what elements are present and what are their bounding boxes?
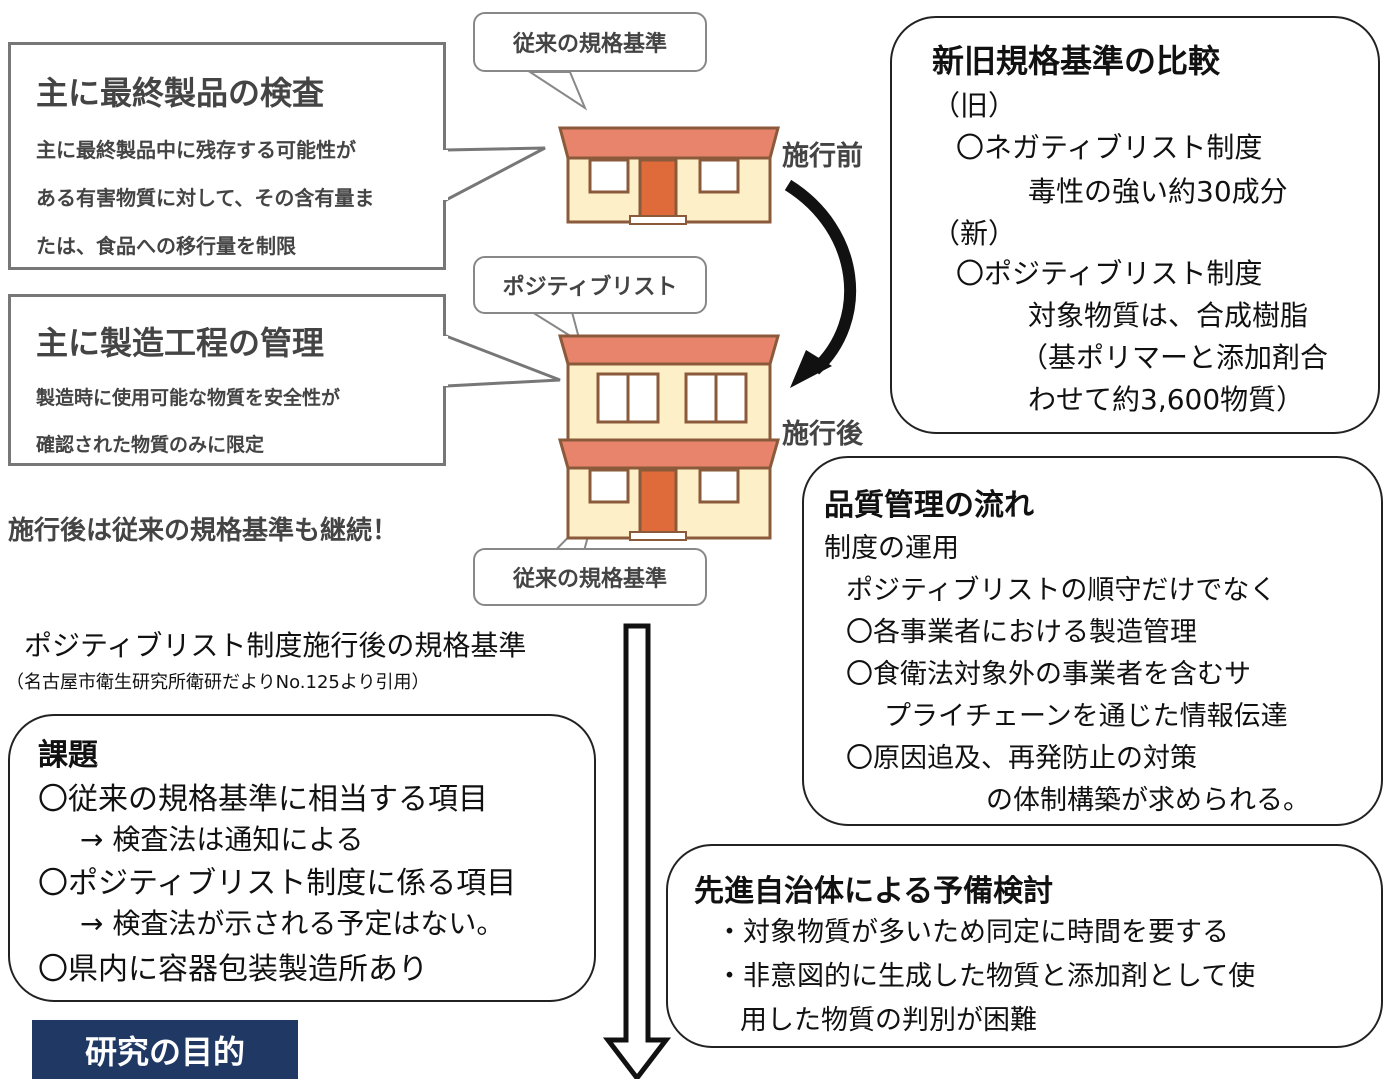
final-product-line-2: ある有害物質に対して、その含有量ま	[36, 186, 375, 210]
quality-flow-title: 品質管理の流れ	[824, 488, 1034, 523]
quality-line-3: 〇各事業者における製造管理	[846, 617, 1197, 648]
advanced-line-3: 用した物質の判別が困難	[740, 1005, 1037, 1036]
comparison-title: 新旧規格基準の比較	[932, 42, 1221, 80]
issues-line-4: → 検査法が示される予定はない。	[80, 907, 505, 940]
manufacturing-process-line-2: 確認された物質のみに限定	[36, 434, 265, 456]
comparison-line-5: 〇ポジティブリスト制度	[956, 257, 1263, 290]
final-product-line-3: たは、食品への移行量を制限	[36, 234, 296, 258]
final-product-line-1: 主に最終製品中に残存する可能性が	[36, 138, 356, 162]
quality-flow-box	[802, 456, 1383, 826]
quality-line-5: プライチェーンを通じた情報伝達	[884, 701, 1288, 732]
manufacturing-process-line-1: 製造時に使用可能な物質を安全性が	[36, 387, 341, 409]
advanced-study-box	[666, 844, 1383, 1048]
comparison-line-1: （旧）	[932, 89, 1017, 122]
final-product-title: 主に最終製品の検査	[36, 74, 325, 112]
figure-caption: ポジティブリスト制度施行後の規格基準	[24, 629, 527, 662]
transition-arrow	[784, 179, 857, 375]
process-box-tail	[444, 333, 561, 388]
flow-down-arrow	[602, 623, 672, 1079]
issues-line-5: 〇県内に容器包装製造所あり	[38, 952, 428, 987]
comparison-box	[890, 16, 1380, 434]
issues-title: 課題	[38, 738, 98, 773]
after-label: 施行後	[782, 419, 863, 450]
advanced-line-1: ・対象物質が多いため同定に時間を要する	[716, 917, 1229, 948]
comparison-line-4: （新）	[932, 217, 1017, 250]
comparison-line-8: わせて約3,600物質）	[1028, 383, 1305, 416]
house-after	[558, 334, 780, 541]
old-standard-label-top: 従来の規格基準	[473, 12, 707, 72]
quality-line-2: ポジティブリストの順守だけでなく	[846, 575, 1277, 606]
advanced-line-2: ・非意図的に生成した物質と添加剤として使	[716, 961, 1256, 992]
quality-line-1: 制度の運用	[824, 533, 959, 564]
old-top-label-tail	[526, 71, 588, 111]
old-standard-label-bottom: 従来の規格基準	[473, 548, 707, 606]
comparison-line-2: 〇ネガティブリスト制度	[956, 131, 1263, 164]
issues-line-2: → 検査法は通知による	[80, 823, 364, 856]
issues-line-1: 〇従来の規格基準に相当する項目	[38, 782, 488, 817]
comparison-line-6: 対象物質は、合成樹脂	[1028, 299, 1309, 332]
transition-arrowhead	[790, 350, 832, 388]
figure-caption-source: （名古屋市衛生研究所衛研だよりNo.125より引用）	[6, 672, 430, 693]
continue-note: 施行後は従来の規格基準も継続！	[8, 516, 399, 546]
positive-list-label: ポジティブリスト	[473, 256, 707, 314]
issues-line-3: 〇ポジティブリスト制度に係る項目	[38, 866, 517, 901]
comparison-line-3: 毒性の強い約30成分	[1028, 175, 1288, 208]
final-box-tail	[444, 146, 546, 203]
house-before	[558, 126, 780, 225]
quality-line-7: の体制構築が求められる。	[986, 785, 1310, 816]
issues-box	[8, 714, 596, 1002]
before-label: 施行前	[782, 141, 863, 172]
final-product-inspection-box	[8, 42, 446, 270]
comparison-line-7: （基ポリマーと添加剤合	[1020, 341, 1329, 374]
manufacturing-process-box	[8, 294, 446, 466]
advanced-study-title: 先進自治体による予備検討	[694, 874, 1054, 909]
quality-line-6: 〇原因追及、再発防止の対策	[846, 743, 1197, 774]
quality-line-4: 〇食衛法対象外の事業者を含むサ	[846, 659, 1251, 690]
manufacturing-process-title: 主に製造工程の管理	[36, 324, 325, 362]
research-purpose-banner: 研究の目的	[32, 1020, 298, 1079]
